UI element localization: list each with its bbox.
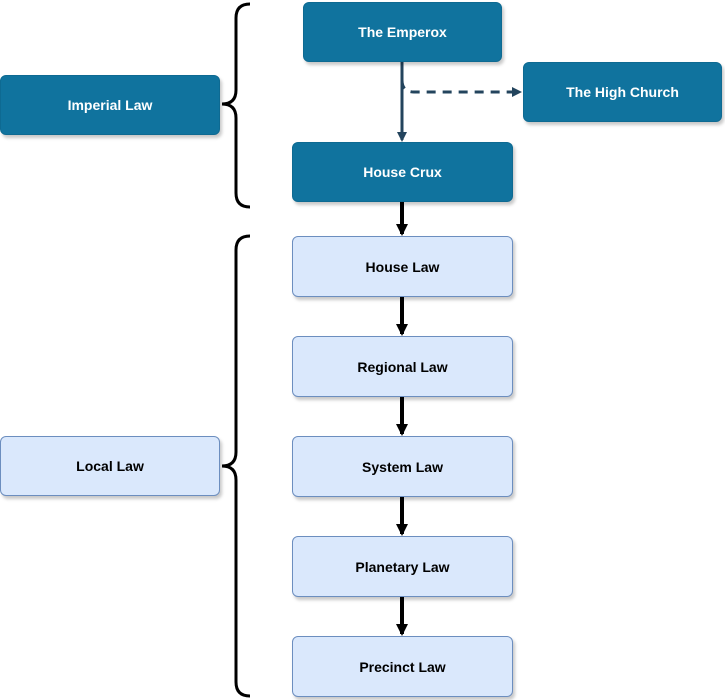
edge-emperox-to-high-church: [400, 79, 522, 97]
local-brace: [221, 234, 251, 698]
node-planetary-law-label: Planetary Law: [355, 558, 450, 575]
node-the-emperox: The Emperox: [303, 2, 502, 62]
imperial-brace: [221, 2, 251, 209]
local-law-label: Local Law: [76, 458, 144, 474]
node-regional-law-label: Regional Law: [357, 358, 448, 375]
node-regional-law: Regional Law: [292, 336, 513, 397]
node-system-law-label: System Law: [362, 458, 443, 475]
node-planetary-law: Planetary Law: [292, 536, 513, 597]
imperial-law-label: Imperial Law: [67, 97, 153, 113]
node-the-emperox-label: The Emperox: [358, 24, 447, 40]
node-house-law-label: House Law: [365, 258, 440, 275]
imperial-law-group-label: Imperial Law: [0, 75, 220, 135]
node-house-law: House Law: [292, 236, 513, 297]
node-the-high-church: The High Church: [523, 62, 722, 122]
node-precinct-law: Precinct Law: [292, 636, 513, 697]
node-house-crux: House Crux: [292, 142, 513, 202]
local-law-group-label: Local Law: [0, 436, 220, 496]
node-system-law: System Law: [292, 436, 513, 497]
node-precinct-law-label: Precinct Law: [359, 658, 446, 675]
node-house-crux-label: House Crux: [363, 164, 442, 180]
node-the-high-church-label: The High Church: [566, 84, 679, 100]
